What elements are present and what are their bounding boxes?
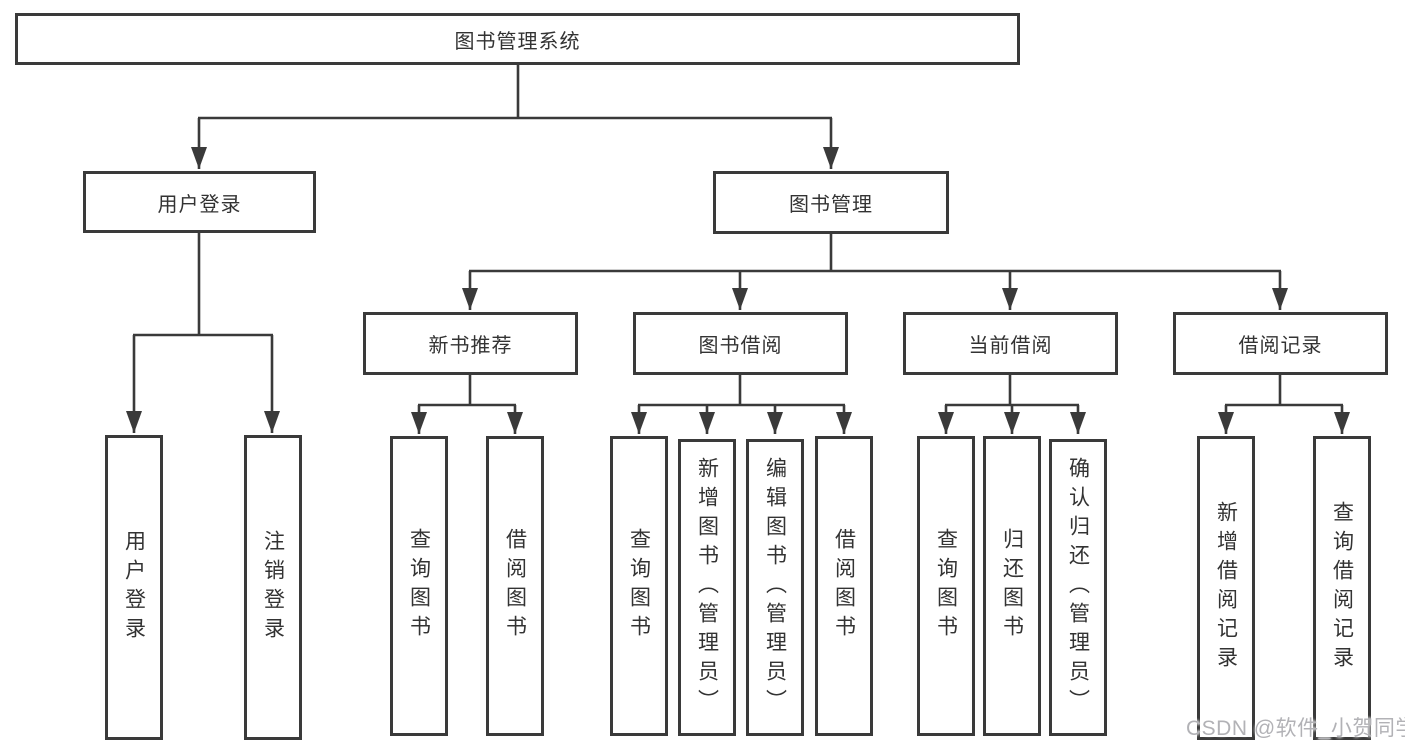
leaf-add-borrow-record: 新增借阅记录 (1197, 436, 1255, 740)
node-label: 新书推荐 (428, 335, 513, 357)
leaf-label: 查询图书 (627, 528, 651, 644)
node-label: 借阅记录 (1238, 335, 1323, 357)
node-root-label: 图书管理系统 (454, 30, 581, 53)
leaf-query-books-borrowing: 查询图书 (610, 436, 668, 736)
leaf-query-borrow-record: 查询借阅记录 (1313, 436, 1371, 740)
node-new-book-recommendation: 新书推荐 (363, 312, 578, 375)
node-borrowing-records: 借阅记录 (1173, 312, 1388, 375)
leaf-add-books-admin: 新增图书（管理员） (678, 439, 736, 736)
leaf-label: 新增借阅记录 (1214, 501, 1238, 675)
node-book-borrowing: 图书借阅 (633, 312, 848, 375)
node-root-library-system: 图书管理系统 (15, 13, 1020, 65)
node-book-management-module: 图书管理 (713, 171, 949, 234)
node-label: 用户登录 (157, 193, 242, 216)
leaf-logout: 注销登录 (244, 435, 302, 740)
leaf-borrow-books: 借阅图书 (815, 436, 873, 736)
leaf-query-books-recommend: 查询图书 (390, 436, 448, 736)
leaf-label: 确认归还（管理员） (1066, 457, 1090, 718)
leaf-label: 借阅图书 (832, 528, 856, 644)
leaf-borrow-books-recommend: 借阅图书 (486, 436, 544, 736)
leaf-label: 借阅图书 (503, 528, 527, 644)
leaf-label: 用户登录 (122, 529, 146, 646)
leaf-edit-books-admin: 编辑图书（管理员） (746, 439, 804, 736)
leaf-label: 归还图书 (1000, 528, 1024, 644)
leaf-label: 编辑图书（管理员） (763, 457, 787, 718)
leaf-confirm-return-admin: 确认归还（管理员） (1049, 439, 1107, 736)
leaf-user-login: 用户登录 (105, 435, 163, 740)
node-label: 当前借阅 (968, 335, 1053, 357)
node-user-login-module: 用户登录 (83, 171, 316, 233)
leaf-label: 查询借阅记录 (1330, 501, 1354, 675)
node-label: 图书管理 (789, 194, 873, 216)
leaf-label: 查询图书 (407, 528, 431, 644)
leaf-label: 查询图书 (934, 528, 958, 644)
leaf-query-books-current: 查询图书 (917, 436, 975, 736)
leaf-label: 新增图书（管理员） (695, 457, 719, 718)
csdn-watermark: CSDN @软件_小贺同学 (1186, 717, 1405, 740)
leaf-return-books: 归还图书 (983, 436, 1041, 736)
leaf-label: 注销登录 (261, 529, 285, 646)
node-label: 图书借阅 (698, 335, 783, 357)
node-current-borrowing: 当前借阅 (903, 312, 1118, 375)
